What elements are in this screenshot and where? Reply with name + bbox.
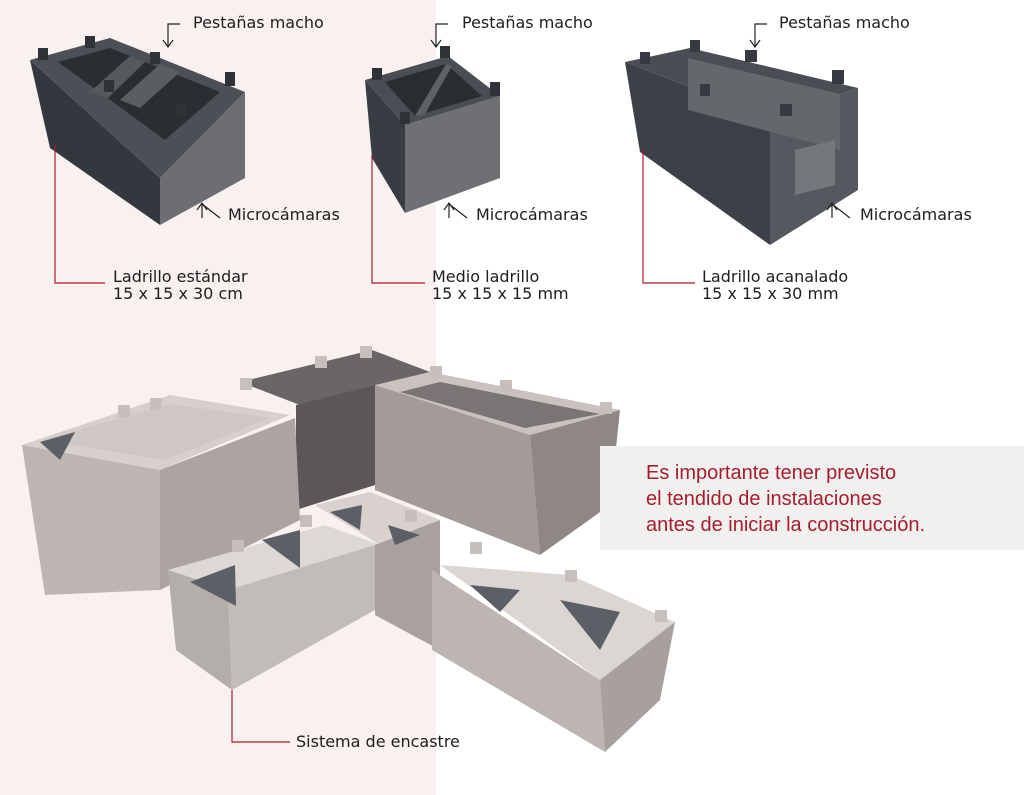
label-pestanas-macho-2: Pestañas macho xyxy=(462,13,593,32)
standard-brick xyxy=(30,36,245,225)
note-line-3: antes de iniciar la construcción. xyxy=(646,514,926,536)
label-microcamaras-2: Microcámaras xyxy=(476,205,588,224)
channeled-brick xyxy=(625,40,858,245)
label-medio-ladrillo-dim: 15 x 15 x 15 mm xyxy=(432,284,569,303)
label-sistema-encastre: Sistema de encastre xyxy=(296,732,460,751)
pointer-arrows xyxy=(162,23,851,219)
label-ladrillo-estandar-dim: 15 x 15 x 30 cm xyxy=(113,284,243,303)
label-ladrillo-acanalado-dim: 15 x 15 x 30 mm xyxy=(702,284,839,303)
label-microcamaras-1: Microcámaras xyxy=(228,205,340,224)
leader-lines xyxy=(54,145,695,743)
interlock-assembly xyxy=(22,346,675,752)
note-background xyxy=(600,446,1024,550)
label-microcamaras-3: Microcámaras xyxy=(860,205,972,224)
label-medio-ladrillo: Medio ladrillo xyxy=(432,267,540,286)
half-brick xyxy=(365,46,500,213)
installation-note: Es importante tener previsto el tendido … xyxy=(646,460,925,538)
label-ladrillo-acanalado: Ladrillo acanalado xyxy=(702,267,849,286)
note-line-1: Es importante tener previsto xyxy=(646,462,897,484)
note-line-2: el tendido de instalaciones xyxy=(646,488,882,510)
label-pestanas-macho-1: Pestañas macho xyxy=(193,13,324,32)
label-ladrillo-estandar: Ladrillo estándar xyxy=(113,267,248,286)
label-pestanas-macho-3: Pestañas macho xyxy=(779,13,910,32)
